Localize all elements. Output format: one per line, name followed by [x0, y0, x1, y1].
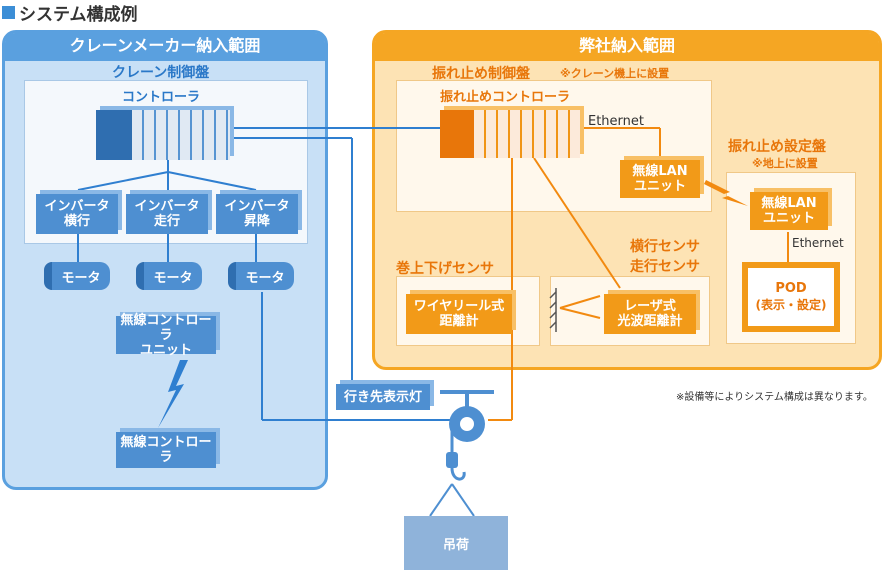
wireless-controller-unit[interactable]: 無線コントローラユニット [116, 313, 216, 358]
sway-panel-note: ※クレーン機上に設置 [560, 67, 670, 80]
wire-reel-distance-meter[interactable]: ワイヤリール式距離計 [406, 294, 512, 334]
setting-panel-label: 振れ止め設定盤 [728, 139, 826, 155]
controller-label: コントローラ [122, 90, 201, 105]
hoist-sensor-label: 巻上下げセンサ [396, 261, 494, 277]
wireless-controller[interactable]: 無線コントローラ [116, 432, 216, 468]
inverter-travel[interactable]: インバータ走行 [126, 194, 208, 234]
pod-title: POD [775, 281, 807, 296]
destination-display-lamp[interactable]: 行き先表示灯 [336, 384, 430, 410]
pod-subtitle: (表示・設定) [755, 298, 827, 312]
title-square-icon [2, 6, 15, 19]
setting-panel-note: ※地上に設置 [752, 157, 818, 170]
motor-3[interactable]: モータ [228, 262, 294, 290]
sway-controller-label: 振れ止めコントローラ [440, 90, 571, 105]
motor-1[interactable]: モータ [44, 262, 110, 290]
laser-distance-meter[interactable]: レーザ式光波距離計 [604, 294, 696, 334]
controller-unit[interactable] [96, 110, 230, 160]
inverter-hoist[interactable]: インバータ昇降 [216, 194, 298, 234]
configuration-note: ※設備等によりシステム構成は異なります。 [676, 392, 873, 403]
suspended-load: 吊荷 [404, 516, 508, 570]
sway-controller-unit[interactable] [440, 110, 580, 158]
pod-display[interactable]: POD (表示・設定) [742, 262, 840, 332]
our-scope-header: 弊社納入範囲 [375, 33, 879, 61]
sway-panel-label: 振れ止め制御盤 [432, 66, 530, 82]
page-title: システム構成例 [2, 0, 138, 25]
motor-2[interactable]: モータ [136, 262, 202, 290]
traverse-sensor-label-2: 走行センサ [630, 259, 700, 275]
ethernet-label-2: Ethernet [792, 236, 844, 250]
crane-maker-scope-header: クレーンメーカー納入範囲 [5, 33, 325, 61]
traverse-sensor-label-1: 横行センサ [630, 239, 700, 255]
crane-control-panel-label: クレーン制御盤 [112, 65, 210, 81]
title-text: システム構成例 [19, 5, 138, 25]
ethernet-label-1: Ethernet [588, 114, 644, 129]
inverter-traverse[interactable]: インバータ横行 [36, 194, 118, 234]
